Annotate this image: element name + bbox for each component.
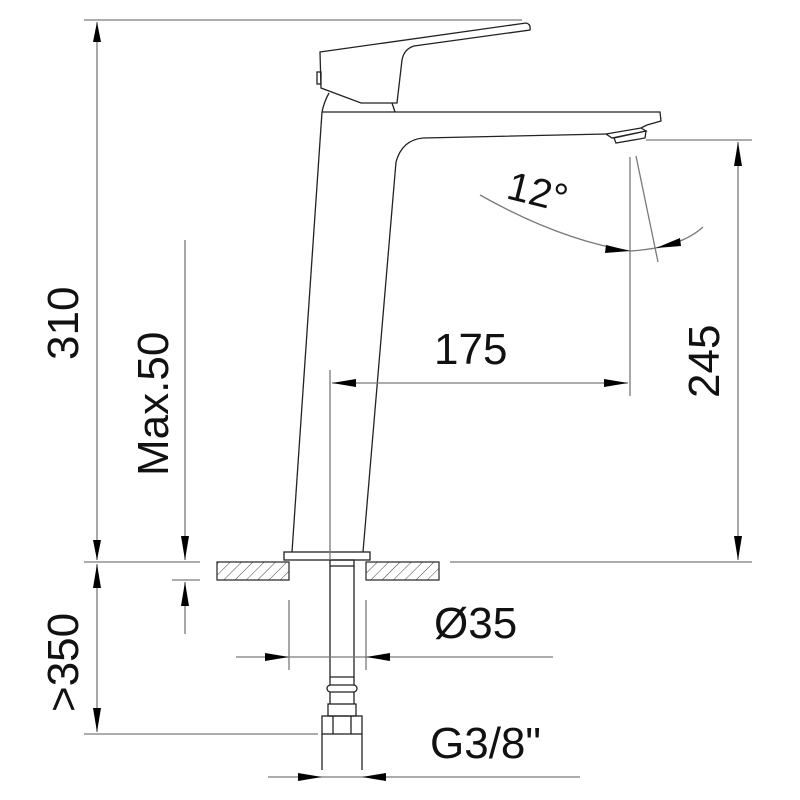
arrow-icon — [734, 142, 742, 166]
arrow-icon — [604, 379, 628, 387]
countertop-left-section — [216, 561, 290, 581]
hose-length-label: >350 — [39, 613, 88, 712]
deck-thickness-label: Max.50 — [129, 332, 178, 476]
hex-nut — [321, 715, 363, 735]
cartridge-neck-left — [321, 92, 330, 113]
arrow-icon — [298, 773, 322, 781]
arrow-icon — [93, 22, 101, 42]
dimension-deck-thickness: Max.50 — [129, 240, 200, 634]
arrow-icon — [93, 708, 101, 732]
spout-underside — [362, 133, 607, 553]
arrow-icon — [181, 582, 189, 606]
body-left-edge — [291, 111, 323, 553]
handle-cap — [316, 71, 322, 85]
cartridge-neck-right — [391, 102, 396, 113]
spout-top — [322, 111, 662, 129]
base-diameter-label: Ø35 — [434, 599, 517, 648]
arrow-icon — [93, 564, 101, 588]
lever-handle — [319, 22, 531, 104]
faucet-body — [216, 22, 662, 770]
spout-reach-label: 175 — [434, 325, 507, 374]
hose-ferrule — [327, 703, 357, 717]
arrow-icon — [362, 773, 386, 781]
countertop-right-section — [365, 561, 440, 581]
dimension-connection-thread: G3/8" — [268, 719, 580, 781]
aerator — [604, 127, 648, 144]
arrow-icon — [734, 536, 742, 560]
dimension-hose-length: >350 — [39, 564, 318, 735]
overall-height-label: 310 — [39, 287, 88, 360]
arrow-icon — [332, 379, 356, 387]
hose-crimp-ring — [326, 684, 358, 693]
arrow-icon — [605, 245, 630, 253]
arrow-icon — [265, 653, 289, 661]
dimension-spout-height: 245 — [450, 139, 752, 563]
arrow-icon — [366, 653, 390, 661]
arrow-icon — [656, 238, 681, 248]
shank-collar — [329, 559, 355, 567]
connection-thread-label: G3/8" — [430, 719, 541, 768]
dimension-base-diameter: Ø35 — [236, 599, 553, 670]
dimension-overall-height: 310 — [39, 19, 522, 563]
dimension-spray-angle: 12° — [479, 155, 704, 263]
base-flange — [283, 551, 371, 561]
arrow-icon — [93, 540, 101, 560]
spout-height-label: 245 — [680, 325, 729, 398]
dimension-spout-reach: 175 — [329, 157, 631, 560]
arrow-icon — [181, 536, 189, 560]
